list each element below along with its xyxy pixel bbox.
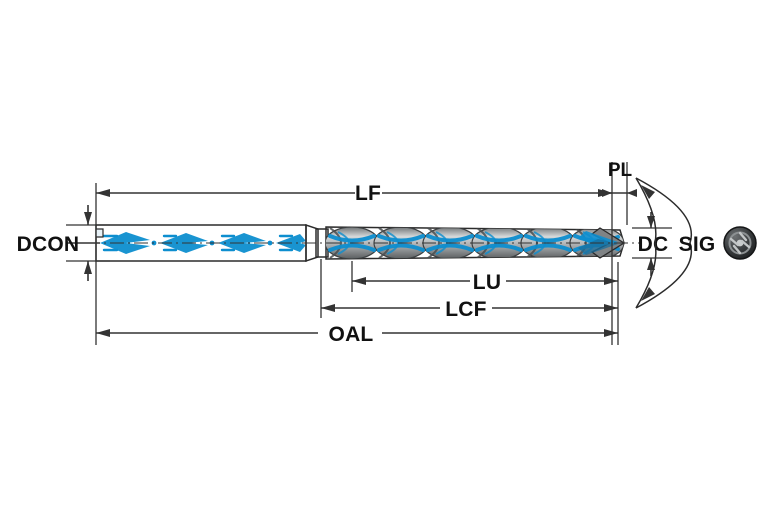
drill-tool-body [86,223,640,263]
dimension-lcf: LCF [321,298,618,321]
dimension-label-dcon: DCON [17,233,80,256]
shank-coolant-channels [96,228,306,254]
shank-section [95,224,307,262]
dimension-label-lf: LF [355,182,381,205]
dimension-dc: DC [638,212,669,276]
dimension-label-lcf: LCF [445,298,486,321]
dimension-pl: PL [602,160,637,197]
grinding-wheel-logo [723,226,757,260]
dimension-label-oal: OAL [329,323,374,346]
dimension-dcon: DCON [17,205,100,281]
dimension-label-sig: SIG [679,233,716,256]
dimension-label-pl: PL [608,160,633,181]
dimension-label-lu: LU [473,271,501,294]
dimension-lf: LF [96,182,612,205]
dimension-oal: OAL [96,323,618,346]
dimension-label-dc: DC [638,233,669,256]
dimension-sig: SIG [635,177,716,309]
dimension-lu: LU [352,271,618,294]
